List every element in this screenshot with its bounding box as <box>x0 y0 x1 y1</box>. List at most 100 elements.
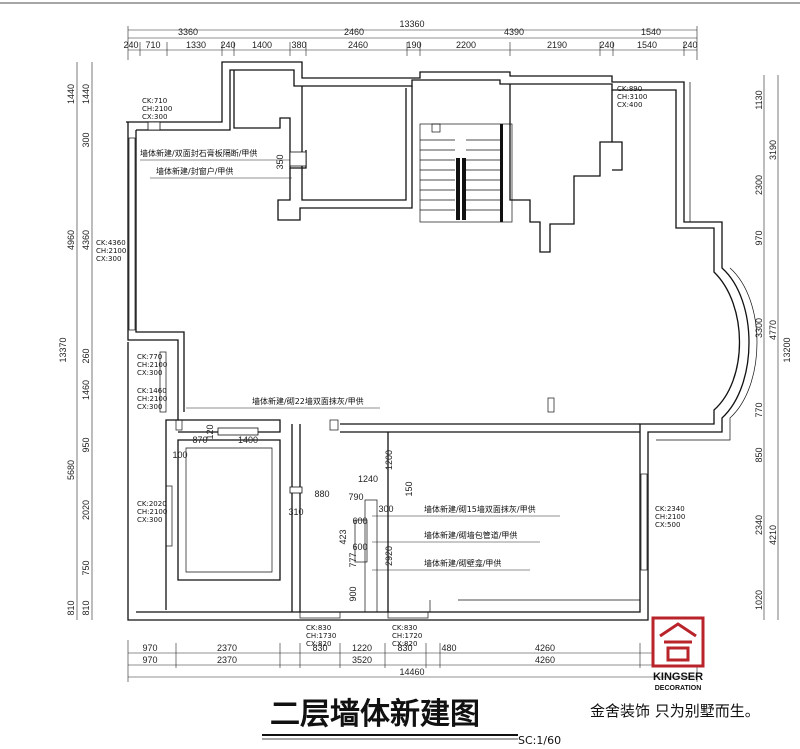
dim-left-i-7: 750 <box>81 560 91 575</box>
title-block: 二层墙体新建图 SC:1/60 <box>262 697 561 747</box>
idim-8: 150 <box>404 481 414 496</box>
idim-4: 100 <box>172 450 187 460</box>
drawing-scale: SC:1/60 <box>518 734 561 747</box>
win-label-4-ch: CH:2100 <box>137 395 167 403</box>
window-labels: CK:710 CH:2100 CX:300 CK:890 CH:3100 CX:… <box>96 85 685 648</box>
dim-bot-r1-1: 2370 <box>217 643 237 653</box>
win-label-8-ch: CH:1720 <box>392 632 422 640</box>
dim-top-r2-9: 2190 <box>547 40 567 50</box>
dim-top-r2-8: 2200 <box>456 40 476 50</box>
dim-top-total: 13360 <box>399 19 424 29</box>
dim-top-r2-12: 240 <box>682 40 697 50</box>
dim-top-r1-0: 3360 <box>178 27 198 37</box>
dim-top-r1-3: 1540 <box>641 27 661 37</box>
dim-top-r2-1: 710 <box>145 40 160 50</box>
dim-bot-r2-1: 2370 <box>217 655 237 665</box>
dim-bot-r1-2: 830 <box>312 643 327 653</box>
dim-bot-r1-3: 1220 <box>352 643 372 653</box>
note-4: 墙体新建/砌墙包管道/甲供 <box>424 530 517 540</box>
idim-5: 1240 <box>358 474 378 484</box>
win-label-0-cx: CX:300 <box>142 113 167 121</box>
idim-3: 1400 <box>238 435 258 445</box>
dim-right-i-5: 770 <box>754 402 764 417</box>
dim-right-i-3: 970 <box>754 230 764 245</box>
brand-sub: DECORATION <box>655 685 702 692</box>
dim-left-i-4: 1460 <box>81 380 91 400</box>
dim-right-o-1: 13200 <box>782 337 792 362</box>
win-label-2-cx: CX:300 <box>96 255 121 263</box>
win-label-8-cx: CX:820 <box>392 640 417 648</box>
dim-bot-r1-4: 830 <box>397 643 412 653</box>
idim-15: 777 <box>348 552 358 567</box>
win-label-7-ck: CK:830 <box>306 624 331 632</box>
win-label-3-ck: CK:770 <box>137 353 162 361</box>
idim-2: 870 <box>192 435 207 445</box>
note-3: 墙体新建/砌15墙双面抹灰/甲供 <box>424 504 536 514</box>
win-label-5-cx: CX:300 <box>137 516 162 524</box>
dim-left-o-4: 810 <box>66 600 76 615</box>
win-label-0-ch: CH:2100 <box>142 105 172 113</box>
dim-right-i-4: 3300 <box>754 318 764 338</box>
win-label-7-ch: CH:1730 <box>306 632 336 640</box>
dim-top-r2-4: 1400 <box>252 40 272 50</box>
dim-right-i-2: 2300 <box>754 175 764 195</box>
win-label-2-ch: CH:2100 <box>96 247 126 255</box>
idim-9: 1200 <box>384 450 394 470</box>
dim-left-i-5: 950 <box>81 437 91 452</box>
dim-right-i-8: 1020 <box>754 590 764 610</box>
win-label-1-ch: CH:3100 <box>617 93 647 101</box>
win-label-1-ck: CK:890 <box>617 85 642 93</box>
dim-left-o-1: 4960 <box>66 230 76 250</box>
dim-bot-r2-3: 4260 <box>535 655 555 665</box>
note-5: 墙体新建/砌壁龛/甲供 <box>424 558 501 568</box>
note-2: 墙体新建/砌22墙双面抹灰/甲供 <box>252 396 364 406</box>
dim-top-r2-11: 1540 <box>637 40 657 50</box>
brand-seal-icon <box>659 622 697 662</box>
win-label-8-ck: CK:830 <box>392 624 417 632</box>
dim-left-o-3: 5680 <box>66 460 76 480</box>
brand-logo: KINGSER DECORATION 金舍装饰 只为别墅而生。 <box>590 616 760 720</box>
dim-left-i-8: 810 <box>81 600 91 615</box>
dim-top-r2-6: 2460 <box>348 40 368 50</box>
dim-left-i-1: 300 <box>81 132 91 147</box>
dim-bot-r2-2: 3520 <box>352 655 372 665</box>
idim-14: 600 <box>352 542 367 552</box>
dim-right-o-2: 4210 <box>768 525 778 545</box>
dim-left-i-6: 2020 <box>81 500 91 520</box>
idim-7: 790 <box>348 492 363 502</box>
dim-left-o-2: 13370 <box>58 337 68 362</box>
win-label-1-cx: CX:400 <box>617 101 642 109</box>
idim-11: 300 <box>378 504 393 514</box>
top-dimensions: 13360 3360 2460 4390 1540 240 710 1330 2… <box>123 19 698 60</box>
dim-top-r1-1: 2460 <box>344 27 364 37</box>
note-0: 墙体新建/双面封石膏板隔断/甲供 <box>140 148 257 158</box>
dim-top-r2-2: 1330 <box>186 40 206 50</box>
win-label-4-cx: CX:300 <box>137 403 162 411</box>
dim-left-i-0: 1440 <box>81 84 91 104</box>
dim-left-i-3: 260 <box>81 348 91 363</box>
dim-right-i-7: 2340 <box>754 515 764 535</box>
idim-12: 600 <box>352 516 367 526</box>
idim-0: 350 <box>275 154 285 169</box>
dim-top-r2-10: 240 <box>599 40 614 50</box>
idim-6: 880 <box>314 489 329 499</box>
brand-slogan: 金舍装饰 只为别墅而生。 <box>590 702 760 720</box>
dim-right-i-1: 3190 <box>768 140 778 160</box>
win-label-0-ck: CK:710 <box>142 97 167 105</box>
interior-dimensions: 350 120 870 1400 100 1240 880 790 150 12… <box>172 154 414 601</box>
win-label-3-cx: CX:300 <box>137 369 162 377</box>
idim-17: 900 <box>348 586 358 601</box>
dim-left-o-0: 1440 <box>66 84 76 104</box>
dim-right-i-6: 850 <box>754 447 764 462</box>
idim-16: 2920 <box>384 546 394 566</box>
dim-right-o-0: 4770 <box>768 320 778 340</box>
brand-name: KINGSER <box>653 671 703 683</box>
win-label-6-ck: CK:2340 <box>655 505 685 513</box>
annotations: 墙体新建/双面封石膏板隔断/甲供 墙体新建/封窗户/甲供 墙体新建/砌22墙双面… <box>140 148 560 571</box>
note-1: 墙体新建/封窗户/甲供 <box>156 166 233 176</box>
win-label-5-ck: CK:2020 <box>137 500 167 508</box>
dim-bot-r2-0: 970 <box>142 655 157 665</box>
idim-13: 423 <box>338 529 348 544</box>
dim-bot-total: 14460 <box>399 667 424 677</box>
right-dimensions: 1130 3190 2300 970 3300 770 850 2340 102… <box>754 75 792 620</box>
